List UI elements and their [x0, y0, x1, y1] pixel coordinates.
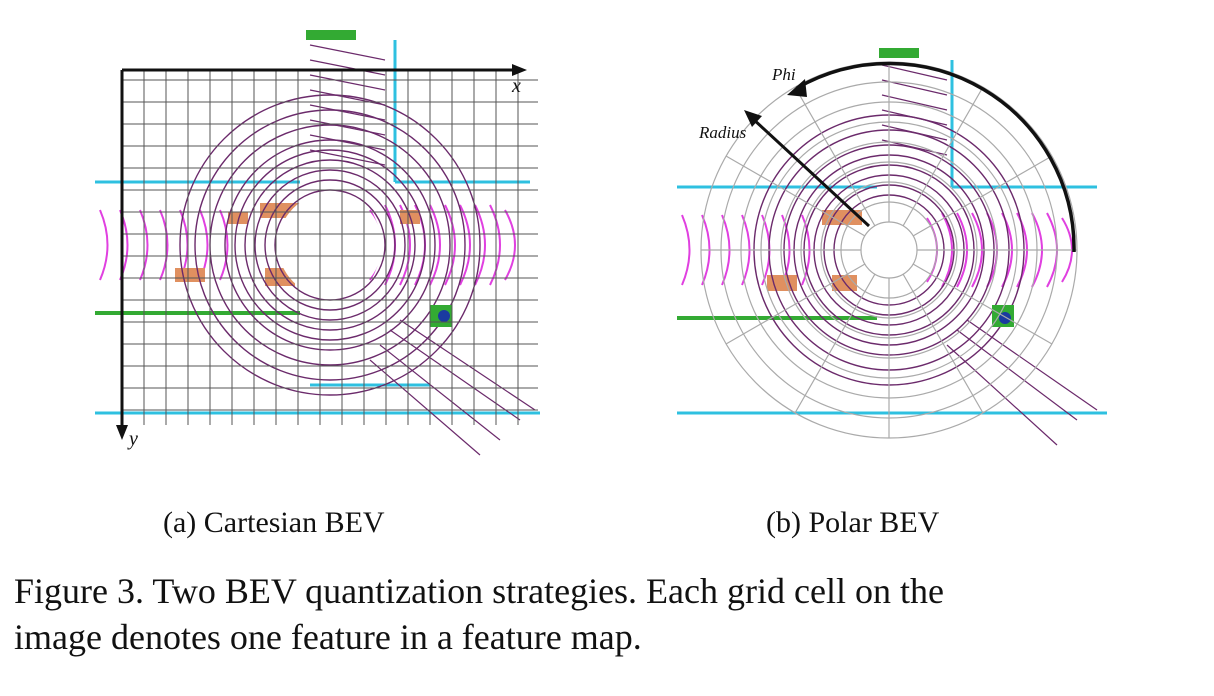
y-axis-arrowhead: [116, 425, 128, 440]
radius-arrow: Radius: [698, 110, 871, 228]
figure-caption-line-2: image denotes one feature in a feature m…: [14, 617, 642, 657]
polar-grid: [700, 61, 1078, 439]
y-axis-label: y: [127, 428, 138, 450]
phi-label: Phi: [771, 65, 796, 84]
cartesian-bev-figure: x y: [95, 30, 540, 456]
cartesian-grid: [122, 70, 538, 425]
cartesian-bev-panel: x y: [0, 0, 607, 500]
subcaption-cartesian: (a) Cartesian BEV: [163, 506, 385, 539]
figure-caption-line-1: Figure 3. Two BEV quantization strategie…: [14, 571, 944, 611]
cartesian-point-cloud: [95, 30, 540, 456]
polar-bev-panel: Phi Radius: [607, 0, 1214, 500]
phi-arrow: Phi: [771, 61, 1076, 253]
radius-label: Radius: [698, 123, 747, 142]
x-axis-arrowhead: [512, 64, 527, 76]
x-axis-label: x: [511, 75, 521, 97]
subcaption-polar: (b) Polar BEV: [766, 506, 940, 539]
cartesian-axes: x y: [116, 64, 527, 450]
polar-bev-figure: Phi Radius: [677, 48, 1107, 446]
